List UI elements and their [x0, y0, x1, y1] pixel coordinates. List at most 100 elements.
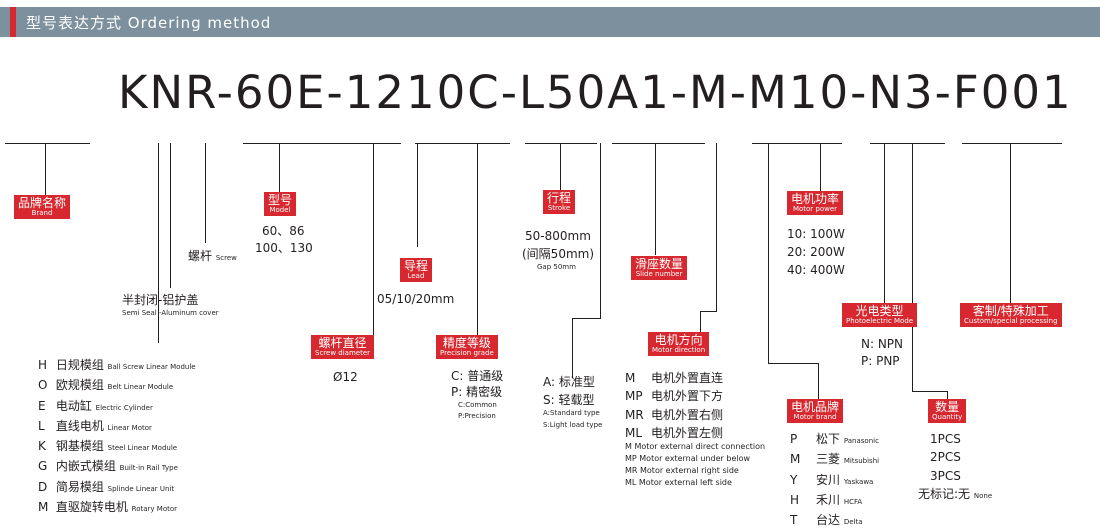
connector	[572, 318, 573, 378]
list-item: M 直驱旋转电机 Rotary Motor	[38, 500, 178, 515]
connector	[700, 311, 717, 312]
tag-stroke-en: Stroke	[547, 203, 571, 212]
seal-label-cn: 半封闭-铝护盖	[122, 293, 199, 307]
connector	[158, 143, 159, 343]
screw-label-en: Screw	[215, 254, 237, 262]
list-item: L 直线电机 Linear Motor	[38, 418, 152, 433]
list-item: G 内嵌式模组 Built-in Rail Type	[38, 459, 178, 474]
stroke-range: 50-800mm	[525, 229, 591, 243]
tag-motor-brand: 电机品牌 Motor brand	[787, 399, 844, 423]
underline-lead	[415, 143, 510, 144]
underline-brand	[5, 143, 90, 144]
connector	[600, 143, 601, 318]
tag-sensor: 光电类型 Photoelectric Mode	[842, 303, 918, 327]
slide-option-1: A: 标准型	[543, 375, 595, 389]
power-option-2: 20: 200W	[787, 245, 845, 259]
motor-direction-en-list: M Motor external direct connection MP Mo…	[625, 441, 765, 489]
connector	[768, 363, 818, 364]
tag-model-en: Model	[269, 205, 291, 214]
brand-type-list: H 日规模组 Ball Screw Linear Module O 欧规模组 B…	[38, 356, 196, 518]
list-item: 无标记:无 None	[918, 486, 993, 501]
connector	[768, 143, 769, 363]
connector	[820, 143, 821, 191]
tag-motor-direction-cn: 电机方向	[654, 333, 703, 347]
underline-stroke	[525, 143, 597, 144]
tag-screw-diameter-en: Screw diameter	[315, 348, 371, 357]
screw-label: 螺杆 Screw	[188, 248, 237, 264]
model-code: KNR-60E-1210C-L50A1-M-M10-N3-F001	[118, 66, 1073, 119]
list-item: O 欧规模组 Belt Linear Module	[38, 378, 174, 393]
model-values-1: 60、86	[262, 224, 305, 238]
list-item: ML Motor external left side	[625, 478, 732, 487]
connector	[279, 143, 280, 193]
section-title: 型号表达方式 Ordering method	[26, 14, 272, 32]
model-values-2: 100、130	[255, 241, 313, 255]
stroke-gap: (间隔50mm)	[522, 247, 595, 261]
underline-custom	[962, 143, 1062, 144]
tag-slide-cn: 滑座数量	[635, 257, 684, 271]
tag-model-cn: 型号	[268, 193, 293, 207]
seal-label-en: Semi Seal -Aluminum cover	[122, 309, 219, 317]
connector	[477, 143, 478, 335]
section-header: 型号表达方式 Ordering method	[0, 7, 1100, 37]
precision-option-1: C: 普通级	[451, 369, 504, 383]
connector	[170, 143, 171, 288]
tag-brand-cn: 品牌名称	[18, 196, 67, 210]
tag-motor-brand-en: Motor brand	[793, 412, 837, 421]
tag-power-en: Motor power	[792, 204, 838, 213]
connector	[417, 143, 418, 247]
list-item: E 电动缸 Electric Cylinder	[38, 398, 153, 413]
underline-sensor	[870, 143, 945, 144]
tag-screw-diameter: 螺杆直径 Screw diameter	[311, 335, 375, 359]
list-item: M Motor external direct connection	[625, 442, 766, 451]
connector	[655, 143, 656, 255]
list-item: K 钢基模组 Steel Linear Module	[38, 439, 178, 454]
tag-brand-en: Brand	[31, 208, 53, 217]
tag-custom-cn: 客制/特殊加工	[972, 304, 1049, 318]
connector	[884, 143, 885, 303]
sensor-option-1: N: NPN	[861, 337, 904, 351]
tag-lead: 导程 Lead	[400, 258, 433, 282]
connector	[912, 143, 913, 391]
tag-sensor-en: Photoelectric Mode	[846, 316, 914, 325]
connector	[700, 311, 701, 332]
tag-lead-cn: 导程	[404, 259, 429, 273]
power-option-1: 10: 100W	[787, 227, 845, 241]
tag-slide: 滑座数量 Slide number	[631, 256, 688, 280]
tag-motor-brand-cn: 电机品牌	[791, 400, 840, 414]
list-item: 1PCS	[930, 432, 961, 446]
tag-precision-en: Precision grade	[440, 348, 494, 357]
power-option-3: 40: 400W	[787, 263, 845, 277]
tag-quantity-en: Quantity	[932, 412, 963, 421]
connector	[912, 391, 948, 392]
tag-quantity: 数量 Quantity	[928, 399, 967, 423]
list-item: 3PCS	[930, 468, 961, 483]
tag-stroke-cn: 行程	[547, 191, 572, 205]
tag-brand: 品牌名称 Brand	[14, 195, 71, 219]
sensor-option-2: P: PNP	[861, 354, 900, 368]
connector	[947, 391, 948, 399]
slide-option-4: S:Light load type	[543, 421, 603, 429]
connector	[818, 363, 819, 399]
slide-option-3: A:Standard type	[543, 409, 600, 417]
precision-option-3: C:Common	[458, 401, 497, 409]
tag-quantity-cn: 数量	[935, 400, 960, 414]
tag-precision: 精度等级 Precision grade	[436, 335, 498, 359]
list-item: MR Motor external right side	[625, 466, 739, 475]
tag-lead-en: Lead	[407, 271, 425, 280]
precision-option-4: P:Precision	[458, 412, 496, 420]
connector	[373, 143, 374, 335]
connector	[1010, 143, 1011, 303]
stroke-gap-en: Gap 50mm	[537, 263, 576, 271]
